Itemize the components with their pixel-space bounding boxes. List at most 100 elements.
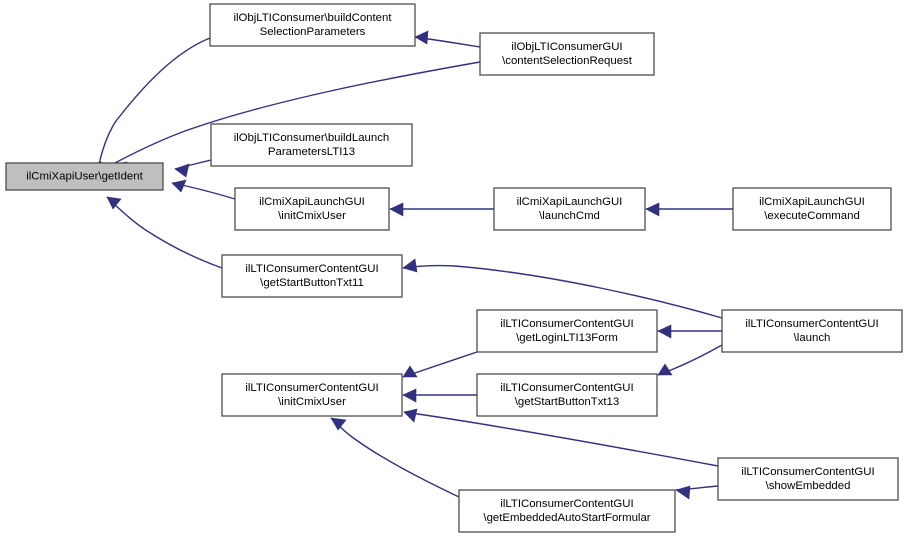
node-box[interactable] [221,373,403,417]
node-label: ilLTIConsumerContentGUI \initCmixUser [245,382,378,408]
arrow-head-icon [389,202,404,217]
node-box[interactable] [5,162,164,191]
node-label-line2: \initCmixUser [278,210,346,222]
graph-node[interactable]: ilLTIConsumerContentGUI \getStartButtonTx… [476,373,658,417]
node-box[interactable] [493,187,646,231]
arrow-head-icon [402,388,417,403]
node-label-line2: \getStartButtonTxt13 [515,396,619,408]
graph-node[interactable]: ilLTIConsumerContentGUI \getLoginLTI13For… [476,309,658,353]
node-label-line1: ilLTIConsumerContentGUI [500,382,633,394]
graph-node[interactable]: ilCmiXapiLaunchGUI \executeCommand [732,187,892,231]
graph-node[interactable]: ilLTIConsumerContentGUI \showEmbedded [717,457,899,501]
node-label-line1: ilCmiXapiUser\getIdent [26,171,143,183]
arrow-head-icon [645,202,660,217]
node-label-line1: ilLTIConsumerContentGUI [500,498,633,510]
graph-node[interactable]: ilCmiXapiLaunchGUI \launchCmd [493,187,646,231]
node-box[interactable] [234,187,390,231]
node-box[interactable] [209,3,416,47]
edge-line [99,37,211,161]
arrow-head-icon [414,30,429,45]
node-label-line2: ParametersLTI13 [268,146,355,158]
arrow-head-icon [402,365,418,378]
edge-n6-to-n5 [645,202,733,217]
arrow-head-icon [171,179,187,193]
node-label-line2: \launch [794,332,831,344]
node-label-line2: \showEmbedded [766,480,851,492]
edge-n12-to-n10 [403,408,719,467]
edge-n13-to-n10 [330,417,460,498]
node-label: ilCmiXapiLaunchGUI \initCmixUser [259,196,365,222]
node-label-line2: \executeCommand [764,210,860,222]
node-label-line1: ilCmiXapiLaunchGUI [759,196,865,208]
node-box[interactable] [721,309,903,353]
node-label-line1: ilObjLTIConsumer\buildContent [233,12,392,24]
edge-n3-to-n0 [174,159,212,178]
node-label: ilObjLTIConsumerGUI\contentSelectionRequ… [502,41,633,67]
node-label: ilCmiXapiLaunchGUI \launchCmd [517,196,623,222]
node-label-line1: ilLTIConsumerContentGUI [245,382,378,394]
edge-n2-to-n1 [414,30,481,48]
edge-line [106,196,223,269]
node-label-line2: \initCmixUser [278,396,346,408]
node-box[interactable] [221,254,403,298]
graph-node[interactable]: ilObjLTIConsumerGUI\contentSelectionRequ… [479,32,655,76]
node-label: ilLTIConsumerContentGUI \launch [745,318,878,344]
edge-n5-to-n4 [389,202,494,217]
node-label: ilLTIConsumerContentGUI \getLoginLTI13For… [500,318,633,344]
graph-node-root[interactable]: ilCmiXapiUser\getIdent [5,162,164,191]
node-label-line1: ilObjLTIConsumerGUI [511,41,622,53]
edge-line [402,264,723,319]
arrow-head-icon [403,408,418,423]
node-label-line1: ilObjLTIConsumer\buildLaunch [234,132,390,144]
node-label: ilLTIConsumerContentGUI \showEmbedded [741,466,874,492]
edges-layer [93,30,733,500]
graph-node[interactable]: ilLTIConsumerContentGUI \initCmixUser [221,373,403,417]
edge-n9-to-n8 [657,324,722,339]
arrow-head-icon [402,258,418,273]
edge-n9-to-n7 [402,258,723,319]
edge-n12-to-n13 [675,485,719,500]
node-label-line2: SelectionParameters [260,26,366,38]
node-box[interactable] [732,187,892,231]
edge-n7-to-n0 [106,196,223,269]
edge-line [403,411,719,467]
node-box[interactable] [476,373,658,417]
graph-node[interactable]: ilLTIConsumerContentGUI \launch [721,309,903,353]
node-label-line1: ilCmiXapiLaunchGUI [259,196,365,208]
node-label-line1: ilLTIConsumerContentGUI [741,466,874,478]
node-label-line2: \getEmbeddedAutoStartFormular [483,512,650,524]
node-label-line1: ilLTIConsumerContentGUI [245,263,378,275]
edge-n8-to-n10 [402,351,478,378]
node-box[interactable] [210,123,413,167]
node-box[interactable] [717,457,899,501]
arrow-head-icon [106,196,122,210]
node-box[interactable] [476,309,658,353]
node-label: ilCmiXapiLaunchGUI \executeCommand [759,196,865,222]
node-label-line2: \getLoginLTI13Form [516,332,618,344]
edge-n4-to-n0 [171,179,236,200]
edge-n11-to-n10 [402,388,478,403]
graph-node[interactable]: ilCmiXapiLaunchGUI \initCmixUser [234,187,390,231]
node-label-line1: ilLTIConsumerContentGUI [500,318,633,330]
edge-n9-to-n11 [657,344,723,376]
arrow-head-icon [675,485,691,500]
edge-n1-to-n0 [93,37,211,175]
node-label-line1: ilLTIConsumerContentGUI [745,318,878,330]
edge-line [330,417,460,498]
node-label-line1: ilCmiXapiLaunchGUI [517,196,623,208]
graph-node[interactable]: ilLTIConsumerContentGUI \getEmbeddedAutoS… [458,489,676,533]
arrow-head-icon [657,363,673,376]
node-box[interactable] [479,32,655,76]
node-box[interactable] [458,489,676,533]
node-label: ilLTIConsumerContentGUI \getEmbeddedAutoS… [483,498,650,524]
graph-node[interactable]: ilLTIConsumerContentGUI \getStartButtonTx… [221,254,403,298]
node-label-line2: \launchCmd [539,210,600,222]
node-label-line2: \getStartButtonTxt11 [260,277,364,289]
arrow-head-icon [330,417,347,431]
arrow-head-icon [657,324,672,339]
